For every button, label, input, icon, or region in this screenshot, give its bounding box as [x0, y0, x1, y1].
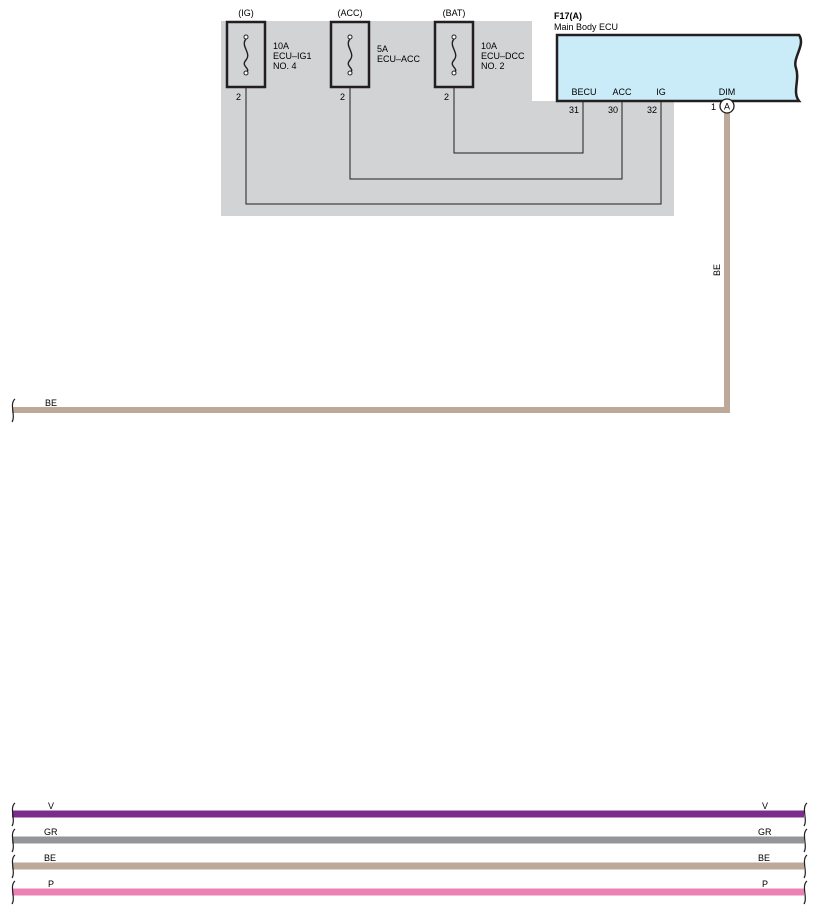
fuse-element-icon: [347, 38, 353, 74]
legend-label-right: GR: [758, 827, 772, 837]
fuse-pin: 2: [236, 92, 241, 102]
wire-color-label-vertical: BE: [712, 264, 722, 276]
legend-row-v: V V: [11, 801, 808, 827]
fuse-ecu-ig1-no4: (IG) 10A ECU–IG1 NO. 4 2: [225, 8, 312, 102]
legend-row-be: BE BE: [11, 853, 808, 879]
fuse-rating: 10A: [481, 41, 497, 51]
ecu-box: [555, 33, 803, 103]
fuse-element-icon: [243, 38, 249, 74]
legend-label-left: P: [48, 879, 54, 889]
ecu-terminal-label: DIM: [719, 87, 736, 97]
ecu-terminal-pin: 30: [608, 105, 618, 115]
wire-dim-be: [12, 112, 730, 413]
wire-bat-to-becu: [453, 87, 584, 154]
fuse-name: ECU–ACC: [377, 54, 421, 64]
legend-row-p: P P: [11, 879, 808, 905]
wire-color-label: BE: [45, 398, 57, 408]
fuse-name: ECU–IG1: [273, 51, 312, 61]
wire-ig-to-ig: [245, 87, 662, 205]
connector-letter: A: [724, 102, 730, 112]
wire-break-icon: [11, 398, 16, 423]
legend-label-right: P: [762, 879, 768, 889]
ecu-terminal-label: IG: [656, 87, 666, 97]
fuse-element-icon: [451, 38, 457, 74]
fuse-name-2: NO. 2: [481, 61, 505, 71]
legend-label-right: BE: [758, 853, 770, 863]
ecu-terminal-pin: 31: [569, 105, 579, 115]
wire-acc-to-acc: [349, 87, 623, 180]
legend-label-left: GR: [44, 827, 58, 837]
legend-label-right: V: [762, 801, 768, 811]
wire-color-legend: V V GR GR BE BE P P: [11, 801, 808, 905]
legend-row-gr: GR GR: [11, 827, 808, 853]
fuse-pin: 2: [444, 92, 449, 102]
ecu-terminal-label: BECU: [571, 87, 596, 97]
legend-label-left: V: [48, 801, 54, 811]
ecu-terminal-pin: 1: [711, 102, 716, 112]
fuse-ecu-acc: (ACC) 5A ECU–ACC 2: [329, 8, 421, 102]
fuse-rating: 5A: [377, 44, 388, 54]
ecu-code: F17(A): [554, 11, 582, 21]
ecu-terminal-pin: 32: [647, 105, 657, 115]
fuse-name-2: NO. 4: [273, 61, 297, 71]
legend-label-left: BE: [44, 853, 56, 863]
fuse-rating: 10A: [273, 41, 289, 51]
fuse-supply-label: (BAT): [443, 8, 466, 18]
fuse-ecu-dcc-no2: (BAT) 10A ECU–DCC NO. 2 2: [433, 8, 525, 102]
ecu-name: Main Body ECU: [554, 22, 618, 32]
fuse-supply-label: (IG): [238, 8, 254, 18]
fuse-supply-label: (ACC): [338, 8, 363, 18]
fuse-pin: 2: [340, 92, 345, 102]
internal-wires: [245, 87, 662, 205]
ecu-terminal-label: ACC: [612, 87, 632, 97]
main-body-ecu: F17(A) Main Body ECU BECU ACC IG DIM 31 …: [554, 11, 803, 115]
fuse-name: ECU–DCC: [481, 51, 525, 61]
connector-a-circle: [719, 98, 735, 114]
